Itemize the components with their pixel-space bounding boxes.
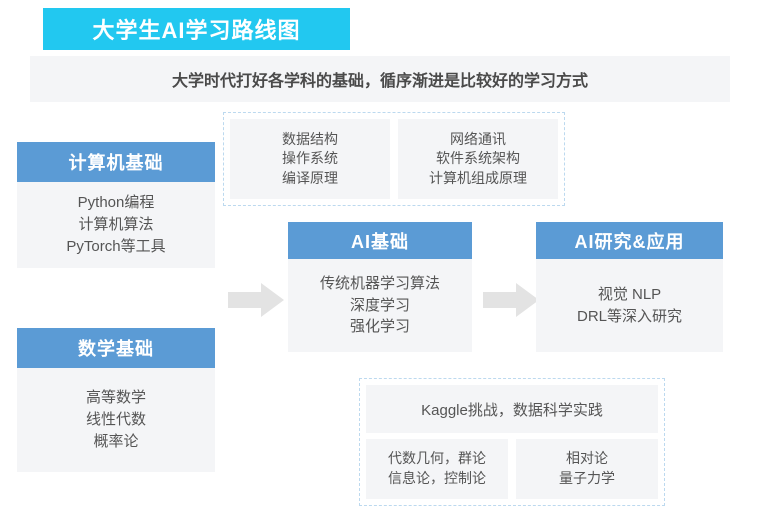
practice-dashed-group: Kaggle挑战，数据科学实践 代数几何，群论 信息论，控制论 相对论 量子力学 — [359, 378, 665, 506]
practice-card-1-line-1: 代数几何，群论 — [388, 450, 486, 467]
page-title: 大学生AI学习路线图 — [92, 18, 301, 43]
pillar-computer-science: 计算机基础 Python编程 计算机算法 PyTorch等工具 — [17, 142, 215, 268]
practice-headline-text: Kaggle挑战，数据科学实践 — [421, 401, 603, 419]
title-banner: 大学生AI学习路线图 — [43, 8, 350, 50]
pillar-mathematics: 数学基础 高等数学 线性代数 概率论 — [17, 328, 215, 472]
cs-extra-card-2-line-2: 软件系统架构 — [436, 150, 520, 167]
pillar-ai-research-line-2: DRL等深入研究 — [576, 307, 682, 325]
practice-card-2-line-2: 量子力学 — [559, 470, 615, 486]
cs-extra-dashed-group: 数据结构 操作系统 编译原理 网络通讯 软件系统架构 计算机组成原理 — [223, 112, 565, 206]
pillar-computer-science-line-2: 计算机算法 — [78, 216, 154, 234]
pillar-mathematics-line-1: 高等数学 — [85, 389, 146, 407]
pillar-ai-foundation-body: 传统机器学习算法 深度学习 强化学习 — [288, 259, 472, 352]
pillar-ai-research: AI研究&应用 视觉 NLP DRL等深入研究 — [536, 222, 723, 352]
pillar-mathematics-body: 高等数学 线性代数 概率论 — [17, 368, 215, 472]
practice-card-2-line-1: 相对论 — [566, 450, 608, 467]
subtitle-text: 大学时代打好各学科的基础，循序渐进是比较好的学习方式 — [171, 73, 588, 90]
arrow-right-icon-ai-to-research — [483, 283, 539, 317]
pillar-ai-research-header: AI研究&应用 — [536, 222, 723, 259]
pillar-ai-foundation-line-3: 强化学习 — [349, 318, 410, 336]
subtitle-band: 大学时代打好各学科的基础，循序渐进是比较好的学习方式 — [30, 56, 730, 102]
pillar-computer-science-line-1: Python编程 — [77, 194, 155, 212]
cs-extra-card-1-line-1: 数据结构 — [282, 130, 338, 147]
practice-card-2: 相对论 量子力学 — [516, 439, 658, 499]
pillar-ai-foundation: AI基础 传统机器学习算法 深度学习 强化学习 — [288, 222, 472, 352]
cs-extra-card-2-line-1: 网络通讯 — [450, 130, 506, 147]
cs-extra-card-1: 数据结构 操作系统 编译原理 — [230, 119, 390, 199]
cs-extra-card-1-line-3: 编译原理 — [282, 169, 338, 186]
pillar-ai-research-body: 视觉 NLP DRL等深入研究 — [536, 259, 723, 352]
pillar-computer-science-body: Python编程 计算机算法 PyTorch等工具 — [17, 182, 215, 268]
cs-extra-card-1-line-2: 操作系统 — [282, 150, 338, 167]
pillar-computer-science-header: 计算机基础 — [17, 142, 215, 182]
pillar-computer-science-line-3: PyTorch等工具 — [66, 237, 166, 255]
practice-headline-card: Kaggle挑战，数据科学实践 — [366, 385, 658, 433]
pillar-mathematics-header: 数学基础 — [17, 328, 215, 368]
cs-extra-card-2-line-3: 计算机组成原理 — [429, 169, 527, 186]
practice-card-1-line-2: 信息论，控制论 — [388, 470, 486, 486]
arrow-right-icon-foundation-to-ai — [228, 283, 284, 317]
pillar-ai-foundation-header: AI基础 — [288, 222, 472, 259]
cs-extra-card-2: 网络通讯 软件系统架构 计算机组成原理 — [398, 119, 558, 199]
pillar-ai-foundation-line-2: 深度学习 — [349, 296, 410, 314]
pillar-mathematics-line-2: 线性代数 — [85, 411, 146, 429]
pillar-mathematics-line-3: 概率论 — [93, 432, 139, 450]
pillar-ai-foundation-line-1: 传统机器学习算法 — [319, 274, 440, 292]
practice-card-1: 代数几何，群论 信息论，控制论 — [366, 439, 508, 499]
practice-card-row: 代数几何，群论 信息论，控制论 相对论 量子力学 — [366, 439, 658, 499]
pillar-ai-research-line-1: 视觉 NLP — [597, 285, 662, 303]
